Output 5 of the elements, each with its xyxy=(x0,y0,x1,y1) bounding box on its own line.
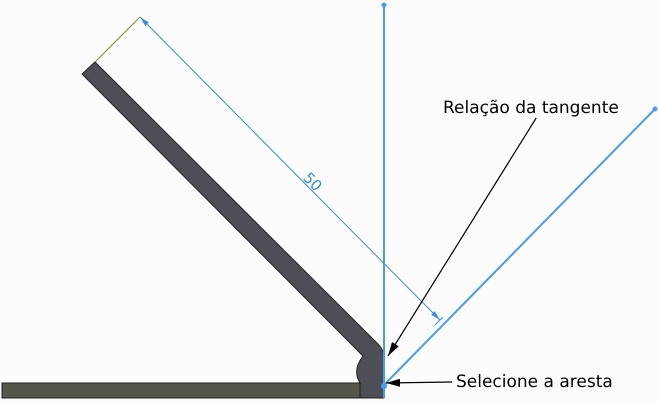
leader-arrow xyxy=(388,118,537,356)
callout-text: Relação da tangente xyxy=(443,98,619,118)
dimension-value: 50 xyxy=(298,168,326,196)
leader-arrow xyxy=(386,378,452,387)
callout-text: Selecione a aresta xyxy=(456,372,613,392)
